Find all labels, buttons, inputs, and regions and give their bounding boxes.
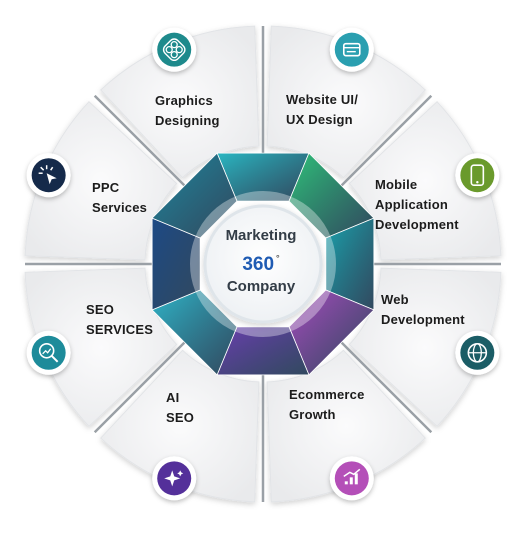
label-line: Ecommerce [289,387,365,402]
label-ecommerce-growth: Ecommerce Growth [289,385,365,425]
label-web-development: Web Development [381,290,465,330]
label-ai-seo: AI SEO [166,388,194,428]
globe-icon [455,330,500,375]
outer-panel-ppc [24,100,178,261]
browser-window-icon [329,27,374,72]
label-line: AI [166,390,180,405]
label-line: Growth [289,407,336,422]
spoke-line [339,94,433,188]
design-shapes-icon [152,27,197,72]
cursor-click-icon [26,153,71,198]
search-analytics-icon [26,330,71,375]
label-line: UX Design [286,112,353,127]
label-line: Mobile [375,177,418,192]
center-360-value: 360 [242,254,275,275]
outer-panel-website [266,25,427,179]
sparkles-icon [152,456,197,501]
label-line: SERVICES [86,322,154,337]
center-title: Marketing 360° Company [206,226,316,297]
spoke-line [93,94,187,188]
growth-chart-icon [329,456,374,501]
label-line: Services [92,200,148,215]
center-line-360: 360° [206,246,316,277]
outer-panel-ai-seo [99,349,260,503]
center-hub [203,204,323,324]
label-ppc-services: PPC Services [92,178,147,218]
outer-panel-mobile [348,100,502,261]
label-line: Website UI/ [286,92,359,107]
label-line: SEO [86,302,115,317]
hub-glow-ring [190,191,336,337]
label-graphics-designing: Graphics Designing [155,91,220,131]
label-line: Graphics [155,93,213,108]
spoke-line [93,340,187,434]
label-mobile-development: Mobile Application Development [375,175,459,235]
label-line: Development [375,217,459,232]
label-line: Application [375,197,448,212]
outer-panel-graphics [99,25,260,179]
label-line: PPC [92,180,120,195]
ring-segment-graphics [151,152,238,239]
label-line: Development [381,312,465,327]
outer-panel-ecommerce [266,349,427,503]
outer-panel-seo [24,267,178,428]
smartphone-icon [455,153,500,198]
spoke-line [339,340,433,434]
label-website-design: Website UI/ UX Design [286,90,358,130]
degree-symbol: ° [276,253,280,263]
center-line-company: Company [226,278,296,295]
outer-panel-web [348,267,502,428]
label-line: Web [381,292,409,307]
center-line-marketing: Marketing [225,227,297,244]
label-line: SEO [166,410,195,425]
label-line: Designing [155,113,220,128]
label-seo-services: SEO SERVICES [86,300,153,340]
